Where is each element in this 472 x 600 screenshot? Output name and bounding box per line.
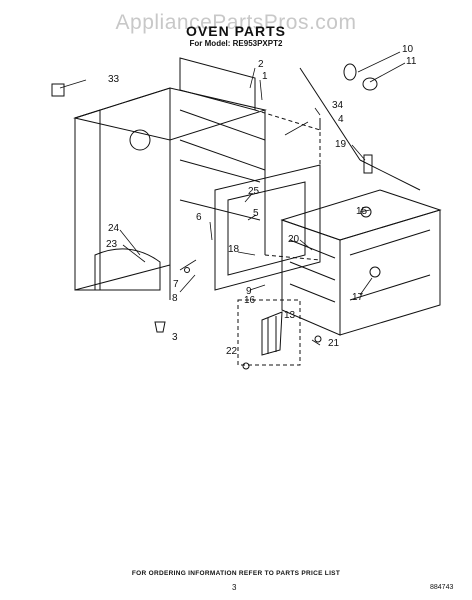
callout-18: 18 [228, 244, 240, 255]
callout-19: 19 [335, 139, 347, 150]
reference-number: 884743 [430, 584, 454, 591]
callout-24: 24 [108, 223, 120, 234]
burner-detail [237, 299, 301, 366]
callout-3: 3 [172, 332, 178, 343]
callout-21: 21 [328, 338, 340, 349]
callout-8: 8 [172, 293, 178, 304]
callout-22: 22 [226, 346, 238, 357]
callout-25: 25 [248, 186, 260, 197]
oven-front-frame [214, 164, 321, 291]
callout-labels: 2 1 10 11 33 34 4 19 15 25 5 6 18 20 24 … [106, 44, 417, 357]
model-line: For Model: RE953PXPT2 [189, 39, 283, 48]
callout-34: 34 [332, 100, 344, 111]
callout-leaders [59, 51, 406, 346]
callout-11: 11 [406, 56, 417, 67]
callout-6: 6 [196, 212, 202, 223]
page-number: 3 [232, 583, 237, 592]
callout-7: 7 [173, 279, 179, 290]
callout-2: 2 [258, 59, 264, 70]
callout-10: 10 [402, 44, 414, 55]
oven-liner [280, 189, 442, 336]
callout-13: 13 [284, 310, 296, 321]
callout-5: 5 [253, 208, 259, 219]
callout-33: 33 [108, 74, 120, 85]
callout-17: 17 [352, 292, 364, 303]
callout-23: 23 [106, 239, 118, 250]
callout-9: 9 [246, 286, 252, 297]
callout-16: 16 [244, 295, 256, 306]
callout-4: 4 [338, 114, 344, 125]
callout-1: 1 [262, 71, 268, 82]
callout-20: 20 [288, 234, 300, 245]
callout-15: 15 [356, 206, 368, 217]
small-parts [51, 63, 421, 370]
ordering-note: FOR ORDERING INFORMATION REFER TO PARTS … [131, 570, 341, 577]
watermark: AppliancePartsPros.com [115, 11, 357, 34]
oven-cabinet [73, 57, 267, 300]
diagram-title: OVEN PARTS [186, 23, 286, 39]
